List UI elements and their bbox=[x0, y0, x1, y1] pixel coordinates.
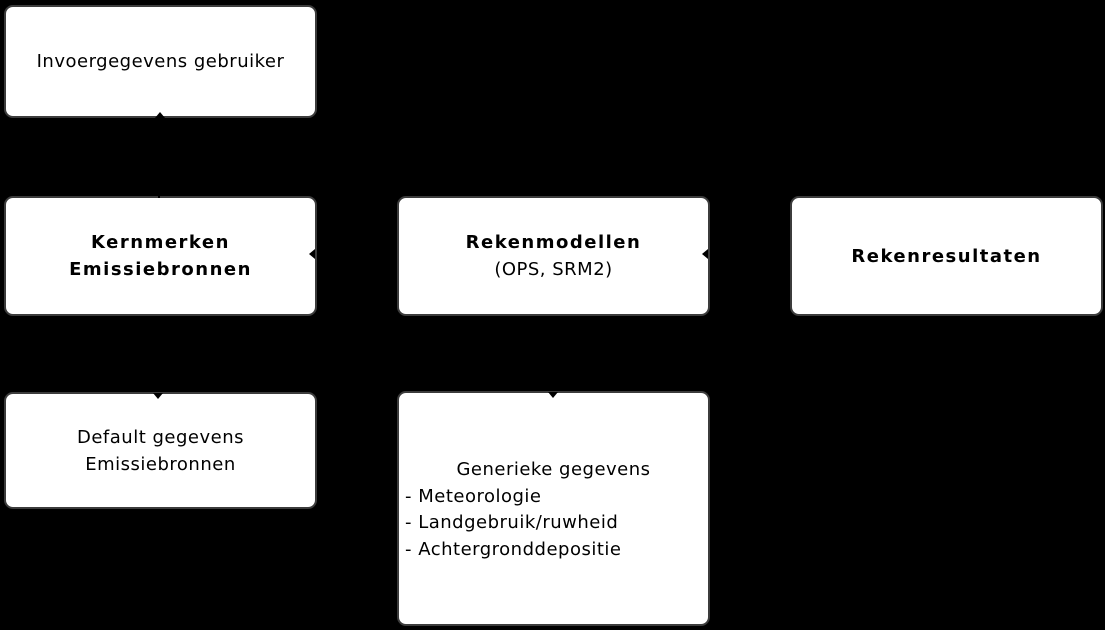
arrowhead-up-icon bbox=[155, 112, 165, 118]
box-label: Invoergegevens gebruiker bbox=[36, 51, 285, 72]
arrowhead-down-icon bbox=[153, 393, 163, 399]
box-kernmerken-emissiebronnen: Kernmerken Emissiebronnen bbox=[4, 196, 317, 316]
box-title: Generieke gegevens bbox=[456, 459, 651, 480]
box-label: Rekenresultaten bbox=[851, 245, 1042, 267]
box-rekenmodellen: Rekenmodellen (OPS, SRM2) bbox=[397, 196, 710, 316]
box-invoergegevens-gebruiker: Invoergegevens gebruiker bbox=[4, 5, 317, 118]
arrowhead-down-icon bbox=[548, 392, 558, 398]
arrow-tail-tick bbox=[158, 193, 160, 198]
box-rekenresultaten: Rekenresultaten bbox=[790, 196, 1103, 316]
box-sublabel: (OPS, SRM2) bbox=[494, 259, 613, 280]
box-label: Emissiebronnen bbox=[85, 453, 236, 475]
box-generieke-gegevens: Generieke gegevens - Meteorologie - Land… bbox=[397, 391, 710, 626]
arrowhead-left-icon bbox=[309, 249, 315, 259]
arrowhead-left-icon bbox=[702, 249, 708, 259]
box-default-gegevens-emissiebronnen: Default gegevens Emissiebronnen bbox=[4, 392, 317, 509]
box-label: Default gegevens bbox=[76, 426, 244, 448]
list-item: - Landgebruik/ruwheid bbox=[405, 512, 619, 533]
box-label: Kernmerken bbox=[91, 232, 230, 253]
box-label: Emissiebronnen bbox=[69, 259, 252, 280]
list-item: - Meteorologie bbox=[405, 485, 542, 507]
box-label: Rekenmodellen bbox=[465, 232, 642, 253]
list-item: - Achtergronddepositie bbox=[405, 538, 622, 560]
